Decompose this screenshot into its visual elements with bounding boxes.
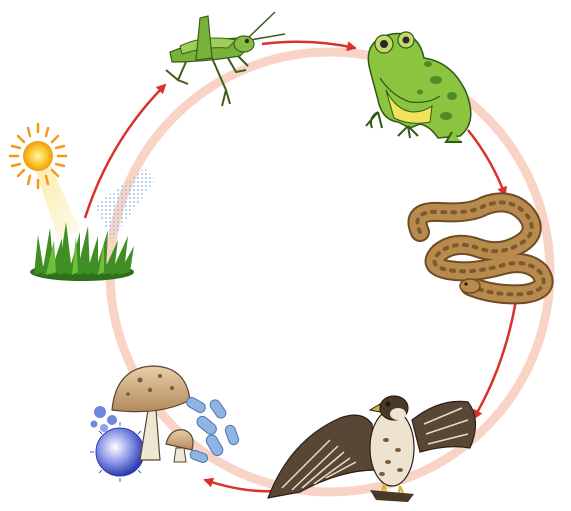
frog-icon xyxy=(366,32,471,142)
arrow-grasshopper-to-frog xyxy=(262,42,355,48)
sun-grass-icon xyxy=(10,124,155,281)
snake-icon xyxy=(418,202,544,294)
arrow-frog-to-snake xyxy=(468,130,505,195)
